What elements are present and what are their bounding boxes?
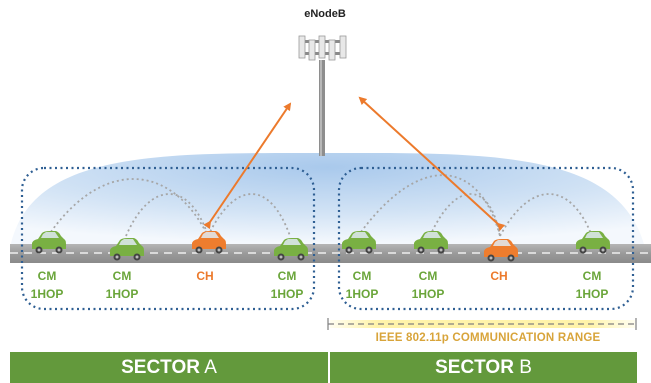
- sector-word: SECTOR: [121, 357, 200, 378]
- role-label: CM: [418, 269, 438, 283]
- sector-letter: A: [204, 357, 217, 378]
- sector-a-banner: SECTOR A: [10, 352, 328, 383]
- role-label: CH: [196, 269, 214, 283]
- hop-label: 1HOP: [575, 287, 609, 301]
- vehicle-label-b2: CM 1HOP: [406, 270, 450, 301]
- sector-b-banner: SECTOR B: [330, 352, 637, 383]
- hop-label: 1HOP: [30, 287, 64, 301]
- role-label: CM: [277, 269, 297, 283]
- enodeb-label: eNodeB: [304, 8, 346, 20]
- vehicle-label-a1: CM 1HOP: [27, 270, 67, 301]
- role-label: CM: [352, 269, 372, 283]
- vehicle-label-b4: CM 1HOP: [570, 270, 614, 301]
- communication-range-label: IEEE 802.11p COMMUNICATION RANGE: [375, 332, 601, 344]
- hop-label: 1HOP: [105, 287, 139, 301]
- enodeb-tower-icon: [298, 35, 347, 156]
- vehicle-label-b1: CM 1HOP: [342, 270, 382, 301]
- hop-label: 1HOP: [270, 287, 304, 301]
- role-label: CM: [582, 269, 602, 283]
- cluster-box-sector-a: [20, 166, 316, 311]
- ch-uplink-a: [203, 102, 292, 230]
- cluster-box-sector-b: [337, 166, 635, 311]
- vehicle-label-a2: CM 1HOP: [100, 270, 144, 301]
- vehicle-label-a4: CM 1HOP: [265, 270, 309, 301]
- role-label: CM: [112, 269, 132, 283]
- sector-letter: B: [519, 357, 532, 378]
- vehicle-label-a3: CH: [188, 270, 222, 283]
- role-label: CH: [490, 269, 508, 283]
- ch-uplink-b: [358, 96, 506, 231]
- hop-label: 1HOP: [411, 287, 445, 301]
- hop-label: 1HOP: [345, 287, 379, 301]
- sector-word: SECTOR: [435, 357, 514, 378]
- vehicle-label-b3: CH: [482, 270, 516, 283]
- role-label: CM: [37, 269, 57, 283]
- road: [10, 244, 651, 263]
